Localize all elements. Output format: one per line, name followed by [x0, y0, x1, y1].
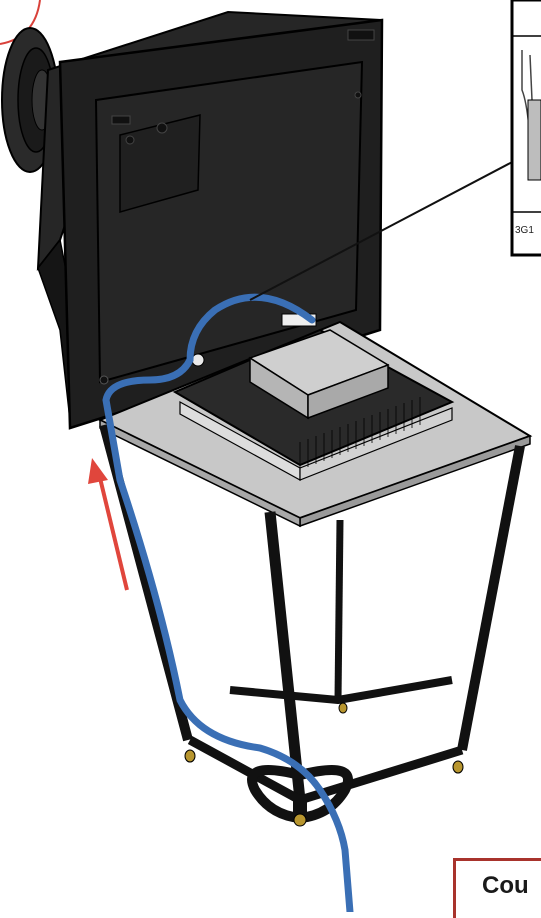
supply-cable	[102, 293, 354, 912]
brass-feet	[184, 702, 464, 827]
inset-leader-line	[249, 159, 517, 301]
lantern-roof-housing	[36, 10, 384, 430]
caption-title: Cou	[482, 872, 529, 899]
caption-box	[453, 858, 541, 918]
cable-code-label: 3G1	[515, 225, 534, 236]
led-module	[172, 313, 455, 482]
wiring-inset	[510, 0, 541, 257]
red-arrow	[88, 458, 129, 591]
